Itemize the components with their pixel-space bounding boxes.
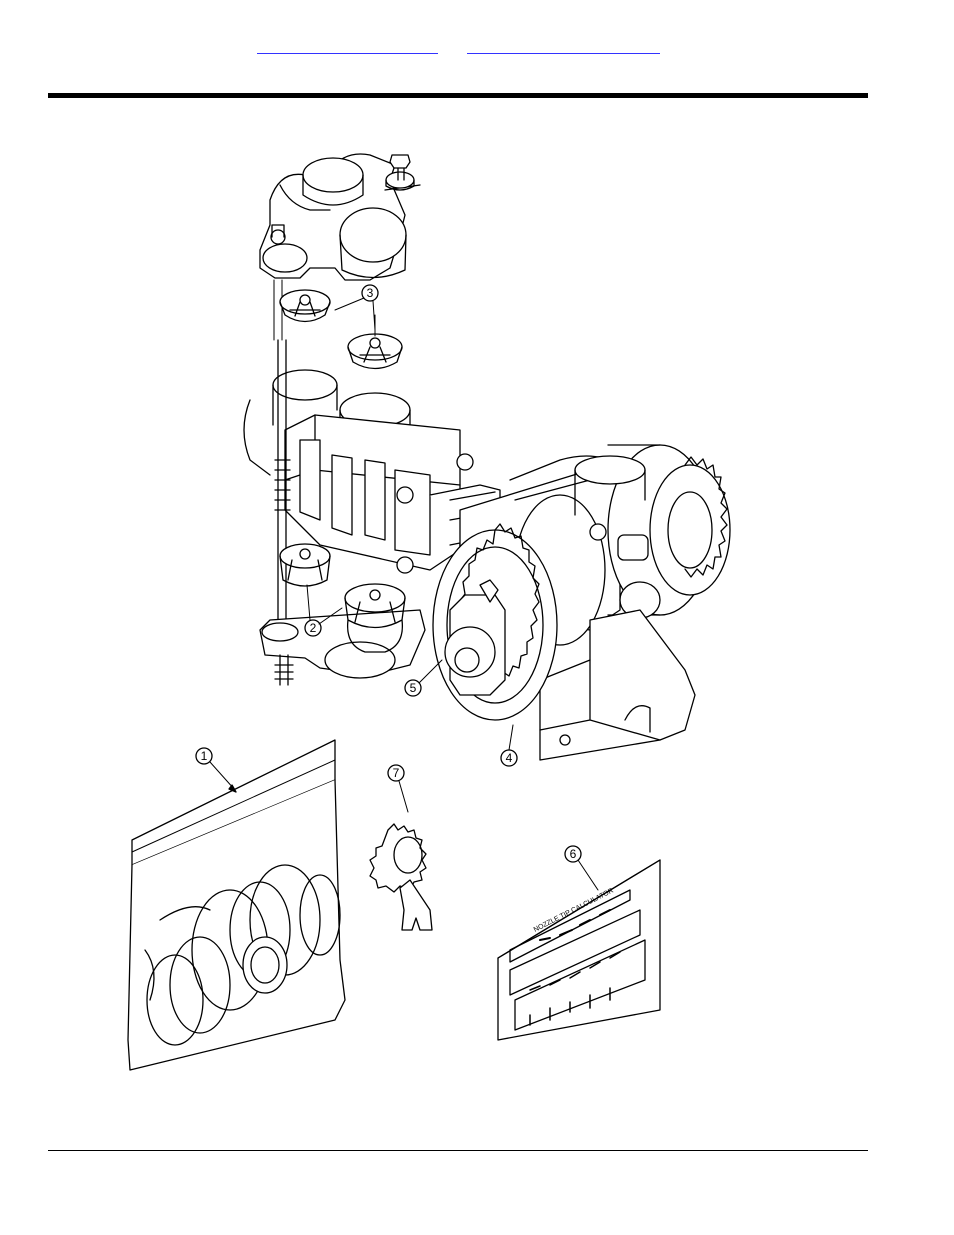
header-rule <box>48 93 868 98</box>
nozzle-calculator-card: NOZZLE TIP CALCULATOR <box>498 860 660 1040</box>
callout-3-label: 3 <box>367 286 374 300</box>
callout-2-label: 2 <box>310 621 317 635</box>
callout-7-label: 7 <box>393 766 400 780</box>
parts-drawing: NOZZLE TIP CALCULATOR 1 2 3 4 <box>120 140 755 1080</box>
callout-4-label: 4 <box>506 751 513 765</box>
nav-link-left-underline <box>257 53 438 54</box>
nav-link-right[interactable] <box>467 40 660 54</box>
callout-5: 5 <box>405 660 442 696</box>
callout-1-label: 1 <box>201 749 208 763</box>
callout-4: 4 <box>501 725 517 766</box>
valve-2-left <box>280 544 330 586</box>
nav-link-left[interactable] <box>257 40 438 54</box>
exploded-pump-view: NOZZLE TIP CALCULATOR 1 2 3 4 <box>120 140 755 1080</box>
seal-kit-bag <box>128 740 345 1070</box>
callout-5-label: 5 <box>410 681 417 695</box>
nav-link-right-underline <box>467 53 660 54</box>
callout-6-label: 6 <box>570 847 577 861</box>
callout-7: 7 <box>388 765 408 812</box>
callout-3: 3 <box>335 285 378 330</box>
callout-6: 6 <box>565 846 598 890</box>
valve-3-upper <box>280 290 330 322</box>
footer-rule <box>48 1150 868 1151</box>
wrench-tool <box>370 824 432 930</box>
callout-1: 1 <box>196 748 236 792</box>
